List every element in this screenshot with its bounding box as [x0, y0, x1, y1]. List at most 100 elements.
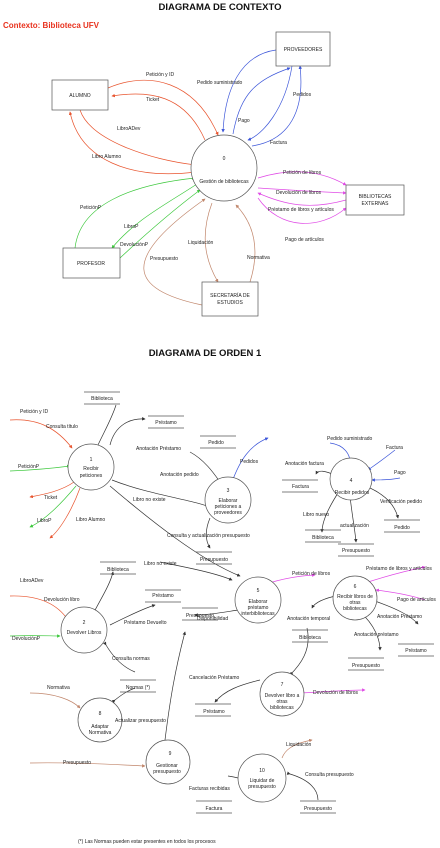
process-4-number: 4 — [350, 478, 353, 484]
process-10-line1: Liquidar de — [250, 778, 275, 784]
flow-label: actualización — [340, 523, 369, 529]
store-biblioteca-3: Biblioteca — [107, 567, 129, 573]
process-9-line1: Gestionar — [156, 763, 178, 769]
flow-label: Pedido suministrado — [197, 80, 243, 86]
flow-label: Libro nuevo — [303, 512, 329, 518]
order-stores: Biblioteca Préstamo Pedido Presupuesto F… — [84, 391, 434, 814]
flow-label: Presupuesto — [150, 256, 178, 262]
process-8-line2: Normativa — [89, 730, 112, 736]
process-10-number: 10 — [259, 768, 265, 774]
process-7-line2: otras — [276, 699, 288, 705]
store-prestamo-3: Préstamo — [405, 648, 427, 654]
store-factura-2: Factura — [206, 806, 223, 812]
flow-label: Pedidos — [293, 92, 312, 98]
flow-label: LibroADev — [117, 126, 141, 132]
flow-label: Cancelación Préstamo — [189, 675, 240, 681]
flow-label: Pago de artículos — [285, 237, 324, 243]
flow-label: Pago de artículos — [397, 597, 436, 603]
flow-label: Actualizar presupuesto — [115, 718, 166, 724]
flow-label: Libro no existe — [144, 561, 177, 567]
flow-label: Normativa — [47, 685, 70, 691]
flow-label: Devolución de libros — [313, 690, 359, 696]
flow-label: Anotación pedido — [160, 472, 199, 478]
flow-label: DevoluciónP — [12, 636, 41, 642]
flow-label: Libro no existe — [133, 497, 166, 503]
footnote: (*) Las Normas pueden estar presentes en… — [78, 839, 216, 845]
store-prestamo-4: Préstamo — [203, 709, 225, 715]
flow-label: Petición y ID — [146, 72, 174, 78]
flow-label: Petición y ID — [20, 409, 48, 415]
flow-label: Facturas recibidas — [189, 786, 230, 792]
entity-secretaria-l2: ESTUDIOS — [217, 300, 243, 306]
entity-proveedores: PROVEEDORES — [284, 47, 323, 53]
flow-label: Anotación Préstamo — [136, 446, 181, 452]
flow-label: PeticiónP — [80, 205, 102, 211]
flow-label: Libro Alumno — [76, 517, 105, 523]
entity-externas-l1: BIBLIOTECAS — [359, 194, 392, 200]
process-7-line3: bibliotecas — [270, 705, 294, 711]
flow-label: Ticket — [44, 495, 58, 501]
process-6-line2: otras — [349, 600, 361, 606]
context-flow-labels: Petición y ID Ticket LibroADev Libro Alu… — [80, 72, 334, 262]
context-title: DIAGRAMA DE CONTEXTO — [159, 2, 282, 13]
process-0-name: Gestión de bibliotecas — [199, 179, 249, 185]
flow-label: LibroP — [124, 224, 139, 230]
process-10-line2: presupuesto — [248, 784, 276, 790]
context-label: Contexto: Biblioteca UFV — [3, 21, 100, 30]
entity-secretaria-l1: SECRETARÍA DE — [210, 292, 250, 299]
process-1-line2: peticiones — [80, 473, 103, 479]
flow-label: Consulta normas — [112, 656, 150, 662]
process-6-number: 6 — [354, 584, 357, 590]
flow-label: Devolución libro — [44, 597, 80, 603]
flow-label: Préstamo de libros y artículos — [366, 566, 432, 572]
process-5-line3: interbibliotecas — [241, 611, 275, 617]
store-prestamo: Préstamo — [155, 420, 177, 426]
flow-label: Préstamo de libros y artículos — [268, 207, 334, 213]
process-5-number: 5 — [257, 588, 260, 594]
process-0-number: 0 — [223, 156, 226, 162]
store-pedido: Pedido — [208, 440, 224, 446]
process-8-line1: Adaptar — [91, 724, 109, 730]
flow-label: Factura — [270, 140, 287, 146]
store-factura: Factura — [292, 484, 309, 490]
store-presupuesto-3: Presupuesto — [186, 613, 214, 619]
context-entities: ALUMNO PROVEEDORES BIBLIOTECAS EXTERNAS … — [51, 31, 405, 317]
store-biblioteca-4: Biblioteca — [299, 635, 321, 641]
order-processes: 1 Recibir peticiones 3 Elaborar peticion… — [60, 443, 378, 803]
process-1-number: 1 — [90, 457, 93, 463]
entity-profesor: PROFESOR — [77, 261, 105, 267]
order-title: DIAGRAMA DE ORDEN 1 — [149, 348, 262, 359]
store-presupuesto-2: Presupuesto — [342, 548, 370, 554]
order-flow-labels: Petición y ID Consulta título Anotación … — [12, 409, 436, 792]
process-2-number: 2 — [83, 620, 86, 626]
flow-label: Consulta y actualización presupuesto — [167, 533, 250, 539]
flow-label: Préstamo Devuelto — [124, 620, 167, 626]
flow-label: Anotación temporal — [287, 616, 330, 622]
store-presupuesto-5: Presupuesto — [304, 806, 332, 812]
flow-label: Anotación Préstamo — [377, 614, 422, 620]
flow-label: Verificación pedido — [380, 499, 422, 505]
flow-label: Ticket — [146, 97, 160, 103]
context-process: 0 Gestión de bibliotecas — [190, 134, 258, 202]
store-biblioteca-2: Biblioteca — [312, 535, 334, 541]
process-5-line2: préstamo — [248, 605, 269, 611]
flow-label: Liquidación — [188, 240, 214, 246]
order-flows — [9, 404, 426, 801]
flow-label: PeticiónP — [18, 464, 40, 470]
flow-label: Libro Alumno — [92, 154, 121, 160]
flow-label: Petición de libros — [292, 571, 331, 577]
flow-label: Disponibilidad — [197, 616, 228, 622]
flow-label: Pedido suministrado — [327, 436, 373, 442]
flow-label: Devolución de libros — [276, 190, 322, 196]
flow-label: Factura — [386, 445, 403, 451]
store-presupuesto: Presupuesto — [200, 557, 228, 563]
flow-label: LibroP — [37, 518, 52, 524]
flow-label: Pago — [394, 470, 406, 476]
flow-label: Anotación préstamo — [354, 632, 399, 638]
process-4-line1: Recibir pedidos — [335, 490, 370, 496]
store-pedido-2: Pedido — [394, 525, 410, 531]
flow-label: Liquidación — [286, 742, 312, 748]
context-flows — [68, 49, 347, 306]
flow-label: Consulta presupuesto — [305, 772, 354, 778]
